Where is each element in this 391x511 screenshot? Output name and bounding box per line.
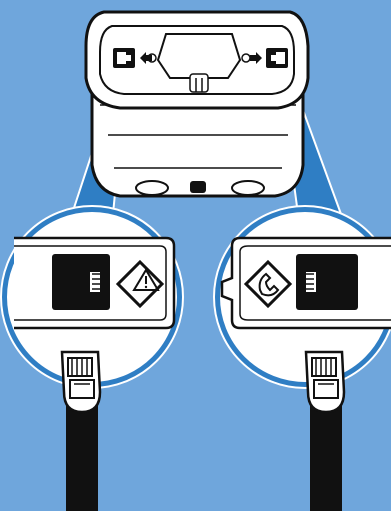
base-right-port — [250, 48, 288, 68]
rj11-plug-icon — [304, 350, 346, 414]
left-callout — [0, 205, 184, 511]
phone-jack-icon — [296, 254, 358, 310]
base-cord-clip — [190, 181, 206, 193]
base-unit — [84, 10, 310, 198]
left-cable — [66, 400, 98, 511]
base-foot-left — [135, 180, 169, 196]
right-cable — [310, 400, 342, 511]
center-recess — [156, 33, 242, 79]
rj11-plug-icon — [60, 350, 102, 414]
arrow-left-icon — [140, 52, 152, 64]
arrow-right-icon — [250, 52, 262, 64]
base-foot-right — [231, 180, 265, 196]
base-left-port — [113, 48, 152, 68]
phone-handset-diamond-icon — [243, 259, 293, 309]
right-callout — [213, 205, 391, 511]
phone-jack-icon — [52, 254, 110, 310]
warning-triangle-diamond-icon — [115, 259, 165, 309]
